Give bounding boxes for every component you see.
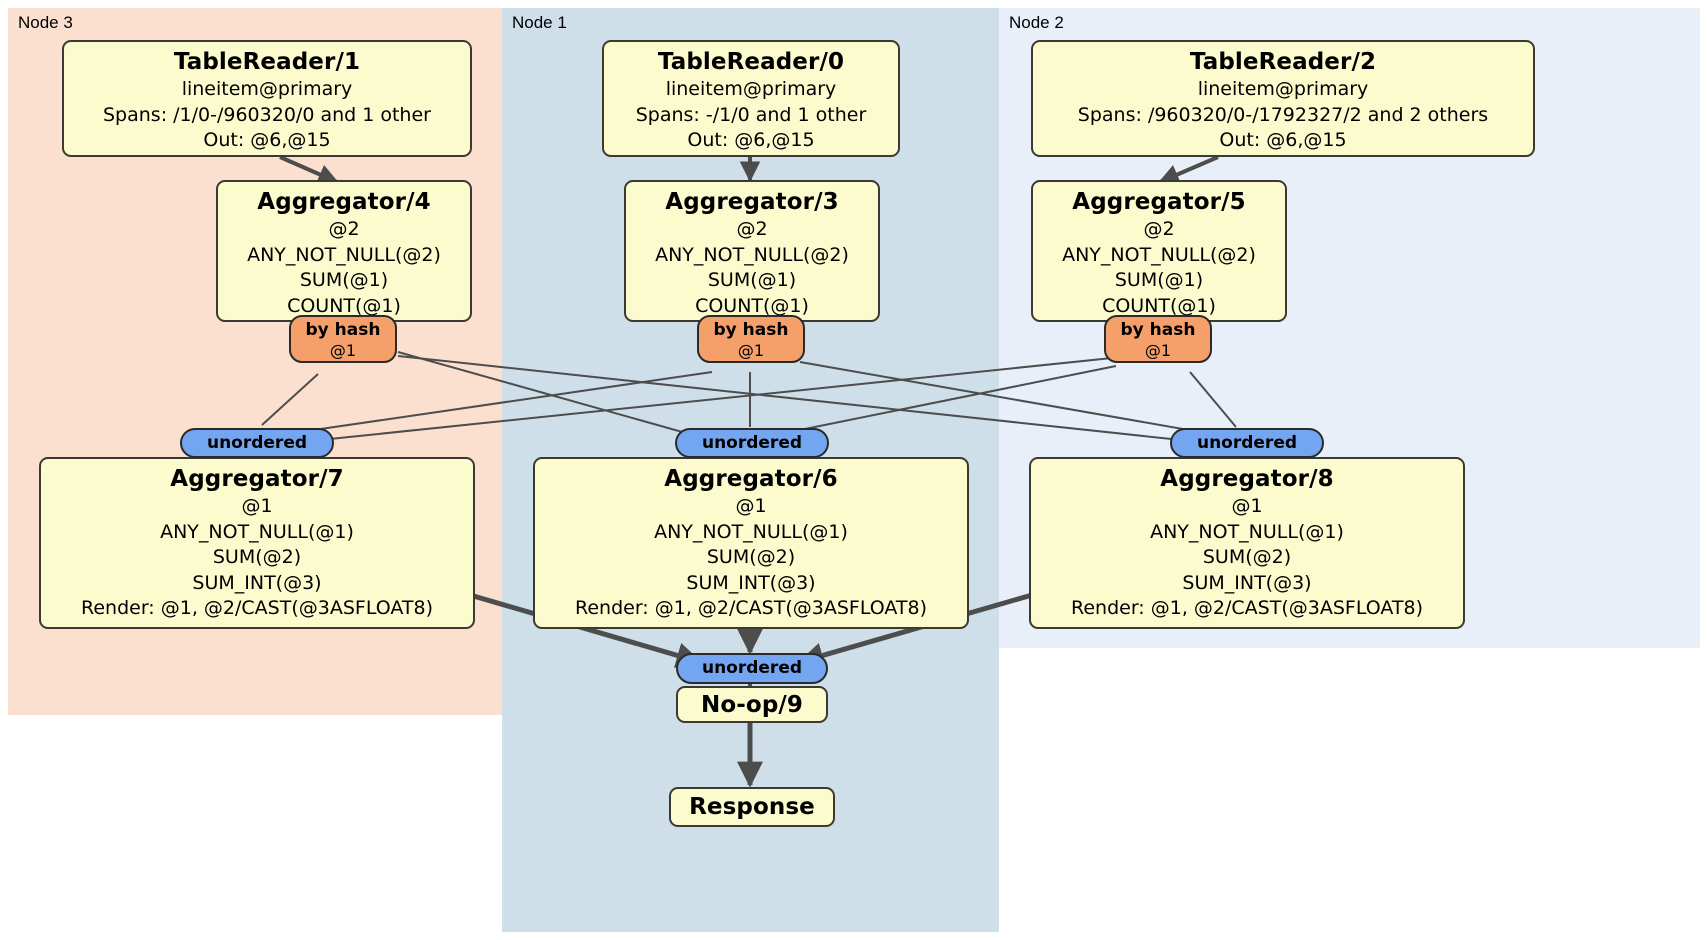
router-badge-unordered-final[interactable]: unordered — [676, 653, 828, 684]
processor-detail-line: SUM(@2) — [1202, 546, 1292, 568]
edge-tablereader2-aggregator5 — [1158, 155, 1219, 185]
router-kind-label: by hash — [713, 320, 789, 340]
edge-hashleft-unorderedright — [397, 355, 1191, 442]
processor-box-tablereader0[interactable]: TableReader/0 lineitem@primary Spans: -/… — [602, 40, 900, 157]
processor-detail-line: SUM(@2) — [706, 546, 796, 568]
processor-detail-line: COUNT(@1) — [695, 294, 809, 317]
processor-title: Aggregator/6 — [664, 466, 838, 492]
processor-title: Aggregator/5 — [1072, 189, 1246, 215]
processor-detail-line: lineitem@primary — [181, 78, 353, 100]
processor-box-aggregator7[interactable]: Aggregator/7 @1 ANY_NOT_NULL(@1) SUM(@2)… — [39, 457, 475, 629]
processor-detail-line: Spans: /960320/0-/1792327/2 and 2 others — [1077, 103, 1489, 126]
router-kind-label: unordered — [1196, 432, 1298, 453]
router-kind-label: unordered — [701, 432, 803, 453]
processor-title: Response — [689, 794, 815, 820]
router-kind-label: unordered — [701, 658, 803, 678]
processor-detail-line: Out: @6,@15 — [687, 129, 815, 151]
router-badge-hash-center[interactable]: by hash @1 — [697, 315, 805, 363]
processor-box-aggregator3[interactable]: Aggregator/3 @2 ANY_NOT_NULL(@2) SUM(@1)… — [624, 180, 880, 322]
processor-detail-line: SUM_INT(@3) — [686, 571, 816, 594]
processor-detail-line: COUNT(@1) — [287, 294, 401, 317]
processor-detail-line: ANY_NOT_NULL(@2) — [655, 243, 849, 266]
processor-detail-line: @1 — [735, 495, 767, 517]
processor-detail-line: lineitem@primary — [1197, 78, 1369, 100]
processor-title: Aggregator/8 — [1160, 466, 1334, 492]
processor-render-line: Render: @1, @2/CAST(@3ASFLOAT8) — [575, 597, 927, 619]
processor-box-aggregator8[interactable]: Aggregator/8 @1 ANY_NOT_NULL(@1) SUM(@2)… — [1029, 457, 1465, 629]
processor-render-line: Render: @1, @2/CAST(@3ASFLOAT8) — [1071, 597, 1423, 619]
processor-detail-line: ANY_NOT_NULL(@2) — [247, 243, 441, 266]
processor-box-aggregator5[interactable]: Aggregator/5 @2 ANY_NOT_NULL(@2) SUM(@1)… — [1031, 180, 1287, 322]
processor-detail-line: SUM_INT(@3) — [192, 571, 322, 594]
processor-detail-line: ANY_NOT_NULL(@2) — [1062, 243, 1256, 266]
router-badge-unordered-left[interactable]: unordered — [180, 428, 334, 458]
processor-title: Aggregator/3 — [665, 189, 839, 215]
processor-box-noop9[interactable]: No-op/9 — [676, 686, 828, 723]
edge-hashcenter-unorderedleft — [299, 371, 713, 433]
processor-detail-line: ANY_NOT_NULL(@1) — [654, 520, 848, 543]
processor-detail-line: Out: @6,@15 — [1219, 129, 1347, 151]
router-column-label: @1 — [1144, 341, 1172, 360]
processor-detail-line: @1 — [241, 495, 273, 517]
processor-detail-line: SUM(@1) — [299, 269, 389, 291]
router-badge-hash-right[interactable]: by hash @1 — [1104, 315, 1212, 363]
processor-render-line: Render: @1, @2/CAST(@3ASFLOAT8) — [81, 597, 433, 619]
node-panel-label: Node 2 — [1009, 13, 1064, 32]
processor-title: No-op/9 — [701, 691, 803, 718]
node-panel-label: Node 3 — [18, 13, 73, 32]
processor-title: TableReader/2 — [1189, 49, 1377, 75]
processor-detail-line: lineitem@primary — [665, 78, 837, 100]
processor-detail-line: Spans: -/1/0 and 1 other — [635, 103, 867, 126]
router-badge-hash-left[interactable]: by hash @1 — [289, 315, 397, 363]
router-kind-label: by hash — [305, 320, 381, 340]
router-kind-label: by hash — [1120, 320, 1196, 340]
processor-box-response[interactable]: Response — [669, 787, 835, 827]
processor-detail-line: Spans: /1/0-/960320/0 and 1 other — [103, 103, 431, 126]
processor-detail-line: @1 — [1231, 495, 1263, 517]
processor-detail-line: SUM(@1) — [707, 269, 797, 291]
processor-box-aggregator4[interactable]: Aggregator/4 @2 ANY_NOT_NULL(@2) SUM(@1)… — [216, 180, 472, 322]
processor-title: TableReader/0 — [657, 49, 845, 75]
router-badge-unordered-right[interactable]: unordered — [1170, 428, 1324, 458]
edge-hashright-unorderedcenter — [789, 365, 1117, 433]
processor-box-tablereader2[interactable]: TableReader/2 lineitem@primary Spans: /9… — [1031, 40, 1535, 157]
processor-detail-line: @2 — [1143, 218, 1175, 240]
processor-detail-line: @2 — [736, 218, 768, 240]
processor-detail-line: COUNT(@1) — [1102, 294, 1216, 317]
processor-box-tablereader1[interactable]: TableReader/1 lineitem@primary Spans: /1… — [62, 40, 472, 157]
processor-title: TableReader/1 — [173, 49, 361, 75]
processor-detail-line: SUM(@1) — [1114, 269, 1204, 291]
edge-hashleft-unorderedcenter — [397, 351, 701, 438]
processor-detail-line: SUM_INT(@3) — [1182, 571, 1312, 594]
processor-detail-line: @2 — [328, 218, 360, 240]
processor-detail-line: ANY_NOT_NULL(@1) — [160, 520, 354, 543]
edge-tablereader1-aggregator4 — [279, 155, 339, 185]
edge-hashright-unorderedright — [1189, 371, 1237, 428]
processor-title: Aggregator/7 — [170, 466, 344, 492]
router-kind-label: unordered — [206, 432, 308, 453]
processor-title: Aggregator/4 — [257, 189, 431, 215]
processor-detail-line: SUM(@2) — [212, 546, 302, 568]
edge-hashright-unorderedleft — [319, 357, 1113, 441]
edge-hashcenter-unorderedright — [799, 361, 1201, 433]
processor-box-aggregator6[interactable]: Aggregator/6 @1 ANY_NOT_NULL(@1) SUM(@2)… — [533, 457, 969, 629]
edge-hashleft-unorderedleft — [261, 373, 319, 426]
processor-detail-line: Out: @6,@15 — [203, 129, 331, 151]
router-column-label: @1 — [737, 341, 765, 360]
node-panel-label: Node 1 — [512, 13, 567, 32]
processor-detail-line: ANY_NOT_NULL(@1) — [1150, 520, 1344, 543]
router-badge-unordered-center[interactable]: unordered — [675, 428, 829, 458]
router-column-label: @1 — [329, 341, 357, 360]
